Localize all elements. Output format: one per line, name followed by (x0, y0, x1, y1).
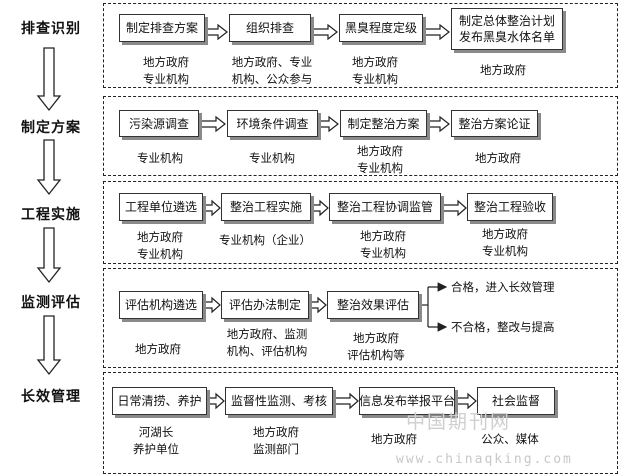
step-daily-cleaning: 日常清捞、养护 (112, 387, 207, 415)
down-arrow-4 (36, 315, 62, 376)
stage-down-arrows (36, 47, 62, 376)
section-identification (103, 3, 618, 88)
section-evaluation (103, 268, 618, 368)
step-select-evaluator: 评估机构遴选 (119, 291, 203, 319)
actors-implement-works: 专业机构（企业） (219, 233, 311, 247)
down-arrow-1 (36, 47, 62, 112)
step-coordinate-supervise: 整治工程协调监管 (329, 193, 441, 221)
outcome-pass: 合格，进入长效管理 (451, 280, 555, 294)
step-overall-plan-and-list: 制定总体整治计划 发布黑臭水体名单 (451, 8, 563, 50)
step-public-supervision: 社会监督 (477, 387, 555, 415)
actors-coordinate-supervise: 地方政府 专业机构 (360, 229, 406, 260)
actors-organize-survey: 地方政府、专业 机构、公众参与 (231, 55, 313, 86)
outcome-fail: 不合格，整改与提高 (451, 320, 555, 334)
actors-evaluation-method: 地方政府、监测 机构、评估机构 (226, 327, 308, 358)
step-make-survey-plan: 制定排查方案 (119, 14, 205, 42)
stage-label-planning: 制定方案 (21, 120, 81, 136)
step-effect-evaluation: 整治效果评估 (327, 291, 419, 319)
actors-acceptance: 地方政府 专业机构 (482, 227, 528, 258)
actors-effect-evaluation: 地方政府 评估机构等 (347, 331, 405, 362)
actors-overall-plan: 地方政府 (480, 63, 526, 77)
actors-info-platform: 地方政府 (371, 432, 417, 446)
stage-label-identification: 排查识别 (21, 21, 81, 37)
actors-select-contractor: 地方政府 专业机构 (137, 230, 183, 261)
step-pollution-source-survey: 污染源调查 (119, 110, 199, 137)
actors-grade-black-odor: 地方政府 专业机构 (352, 55, 398, 86)
actors-pollution-source-survey: 专业机构 (137, 151, 183, 165)
step-make-remediation-plan: 制定整治方案 (340, 110, 427, 137)
stage-label-long-term: 长效管理 (21, 389, 81, 405)
step-grade-black-odor: 黑臭程度定级 (339, 14, 423, 42)
actors-daily-cleaning: 河湖长 养护单位 (133, 425, 179, 456)
section-planning (103, 96, 618, 176)
section-long-term (103, 372, 618, 474)
actors-public-supervision: 公众、媒体 (481, 432, 539, 446)
evaluation-outcome-arrows (420, 282, 448, 332)
stage-label-implementation: 工程实施 (21, 207, 81, 223)
step-implement-works: 整治工程实施 (221, 193, 311, 221)
section-implementation (103, 181, 618, 264)
step-acceptance: 整治工程验收 (467, 193, 553, 221)
step-info-platform: 信息发布举报平台 (359, 387, 455, 415)
step-select-contractor: 工程单位遴选 (119, 193, 203, 221)
step-organize-survey: 组织排查 (229, 14, 311, 42)
step-right-arrows (199, 23, 477, 410)
actors-environment-survey: 专业机构 (249, 151, 295, 165)
actors-select-evaluator: 地方政府 (135, 342, 181, 356)
watermark-url: www.chinaqking.com (396, 452, 573, 467)
actors-monitoring-assessment: 地方政府 监测部门 (253, 425, 299, 456)
step-monitoring-assessment: 监督性监测、考核 (225, 387, 333, 415)
down-arrow-2 (36, 139, 62, 196)
step-evaluation-method: 评估办法制定 (221, 291, 309, 319)
actors-plan-review: 地方政府 (475, 151, 521, 165)
stage-label-evaluation: 监测评估 (21, 295, 81, 311)
down-arrow-3 (36, 227, 62, 284)
step-environment-survey: 环境条件调查 (227, 110, 318, 137)
step-plan-review: 整治方案论证 (451, 110, 538, 137)
actors-make-remediation-plan: 地方政府 专业机构 (357, 144, 403, 175)
watermark-cn: 中国期刊网 (406, 411, 512, 433)
actors-make-survey-plan: 地方政府 专业机构 (143, 55, 189, 86)
